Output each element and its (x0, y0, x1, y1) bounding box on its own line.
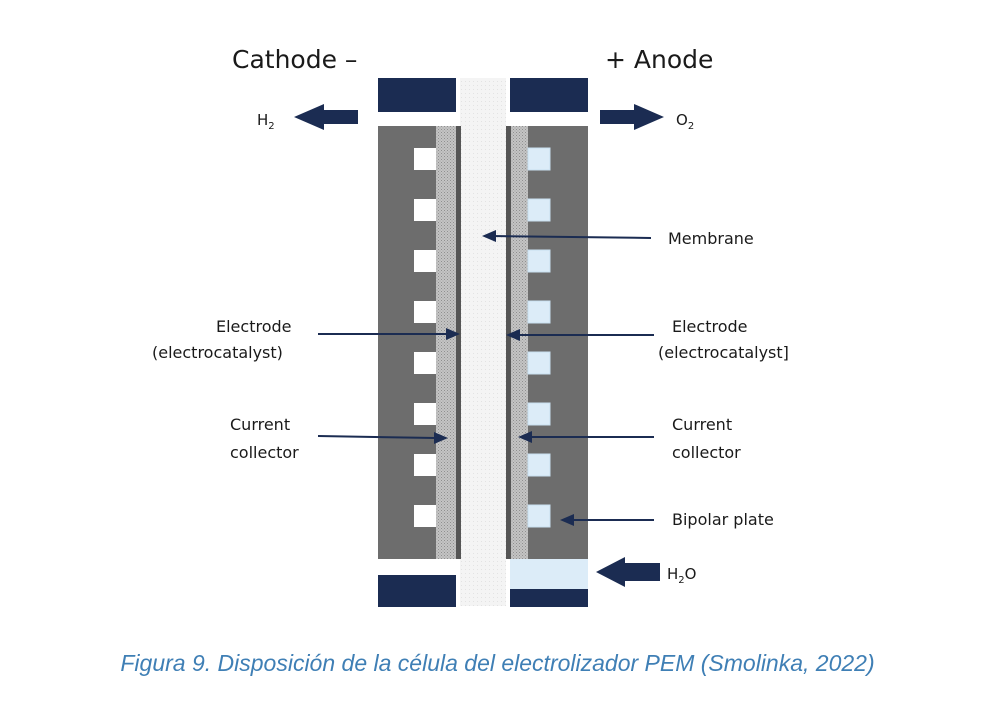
anode-channel-4 (527, 300, 551, 324)
anode-label: + Anode (605, 45, 713, 74)
membrane-label: Membrane (668, 229, 754, 248)
collector-left-pointer (317, 435, 437, 439)
cathode-channel-6 (414, 403, 436, 425)
cathode-flow-channels (414, 148, 436, 527)
cathode-channel-5 (414, 352, 436, 374)
cathode-label: Cathode – (232, 45, 357, 74)
cathode-channel-1 (414, 148, 436, 170)
o2-outlet-arrow (600, 104, 664, 130)
anode-channel-7 (527, 453, 551, 477)
anode-electrode (506, 126, 511, 559)
anode-top-end-block (510, 78, 588, 112)
anode-water-inlet (510, 559, 588, 589)
electrode-right-label-line2: (electrocatalyst] (658, 343, 789, 362)
membrane-pointer-head (482, 230, 496, 242)
h2-outlet-arrow (294, 104, 358, 130)
bipolar-plate-pointer-head (560, 514, 574, 526)
anode-channel-5 (527, 351, 551, 375)
anode-channel-8 (527, 504, 551, 528)
collector-right-pointer-head (518, 431, 532, 443)
cathode-channel-4 (414, 301, 436, 323)
anode-channel-3 (527, 249, 551, 273)
anode-channel-2 (527, 198, 551, 222)
cathode-channel-3 (414, 250, 436, 272)
collector-right-label-line2: collector (672, 443, 741, 462)
cathode-channel-7 (414, 454, 436, 476)
membrane (460, 78, 506, 606)
collector-left-pointer-head (434, 432, 448, 444)
anode-bottom-end-block (510, 589, 588, 607)
anode-channel-1 (527, 147, 551, 171)
anode-current-collector (511, 126, 528, 559)
figure-caption: Figura 9. Disposición de la célula del e… (120, 650, 875, 676)
collector-left-label-line1: Current (230, 415, 290, 434)
cathode-current-collector (436, 126, 456, 559)
anode-flow-channels (527, 147, 551, 528)
electrode-left-label-line1: Electrode (216, 317, 291, 336)
anode-channel-6 (527, 402, 551, 426)
electrode-left-pointer-head (446, 328, 460, 340)
o2-label: O2 (676, 111, 694, 132)
cathode-channel-2 (414, 199, 436, 221)
cathode-electrode (456, 126, 461, 559)
electrode-left-label-line2: (electrocatalyst) (152, 343, 283, 362)
bipolar-plate-label: Bipolar plate (672, 510, 774, 529)
anode-bipolar-plate (528, 126, 588, 559)
electrode-right-pointer-head (506, 329, 520, 341)
cathode-channel-8 (414, 505, 436, 527)
cathode-bipolar-plate (378, 126, 436, 559)
collector-left-label-line2: collector (230, 443, 299, 462)
membrane-pointer (491, 235, 652, 239)
h2o-label: H2O (667, 565, 696, 586)
cathode-top-end-block (378, 78, 456, 112)
cathode-bottom-end-block (378, 575, 456, 607)
h2o-inlet-arrow (596, 557, 660, 587)
collector-right-label-line1: Current (672, 415, 732, 434)
electrode-right-label-line1: Electrode (672, 317, 747, 336)
h2-label: H2 (257, 111, 275, 132)
